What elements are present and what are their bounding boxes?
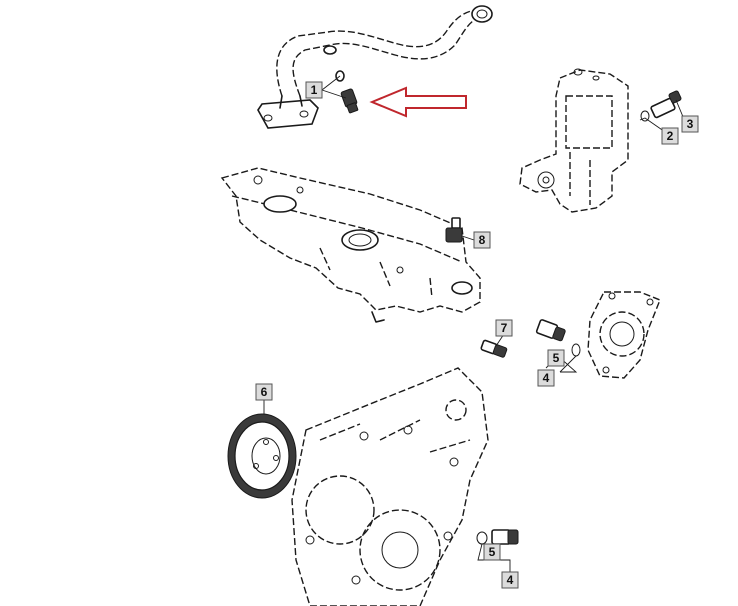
pump-housing [519,68,629,213]
sensor-5-upper [535,319,581,357]
valve-cover [220,167,481,323]
breather-hose [257,5,493,129]
callout-arrow [369,86,467,118]
gear [227,413,297,499]
callout-6-label: 6 [261,385,268,399]
pressure-sensor-2 [640,90,682,122]
callout-8: 8 [473,231,491,249]
sensor-5-lower [476,529,519,545]
callout-5-upper: 5 [547,349,565,367]
callout-7-label: 7 [501,321,508,335]
callout-2-label: 2 [667,129,674,143]
callout-4-upper: 4 [537,369,555,387]
callout-1: 1 [305,81,323,99]
sensor-8 [445,217,475,243]
callout-5-upper-label: 5 [553,351,560,365]
callout-3: 3 [681,115,699,133]
timing-cover [291,367,489,606]
leader-lines [263,75,687,574]
callout-1-label: 1 [311,83,318,97]
callout-5-lower-label: 5 [489,545,496,559]
callout-5-lower: 5 [483,543,501,561]
sensor-7 [480,339,508,358]
callout-3-label: 3 [687,117,694,131]
callout-7: 7 [495,319,513,337]
rear-flange [587,291,661,379]
callout-6: 6 [255,383,273,401]
callout-4-lower: 4 [501,571,519,589]
callout-8-label: 8 [479,233,486,247]
breather-sensor [335,70,359,114]
callout-2: 2 [661,127,679,145]
callout-4-lower-label: 4 [507,573,514,587]
callout-4-upper-label: 4 [543,371,550,385]
